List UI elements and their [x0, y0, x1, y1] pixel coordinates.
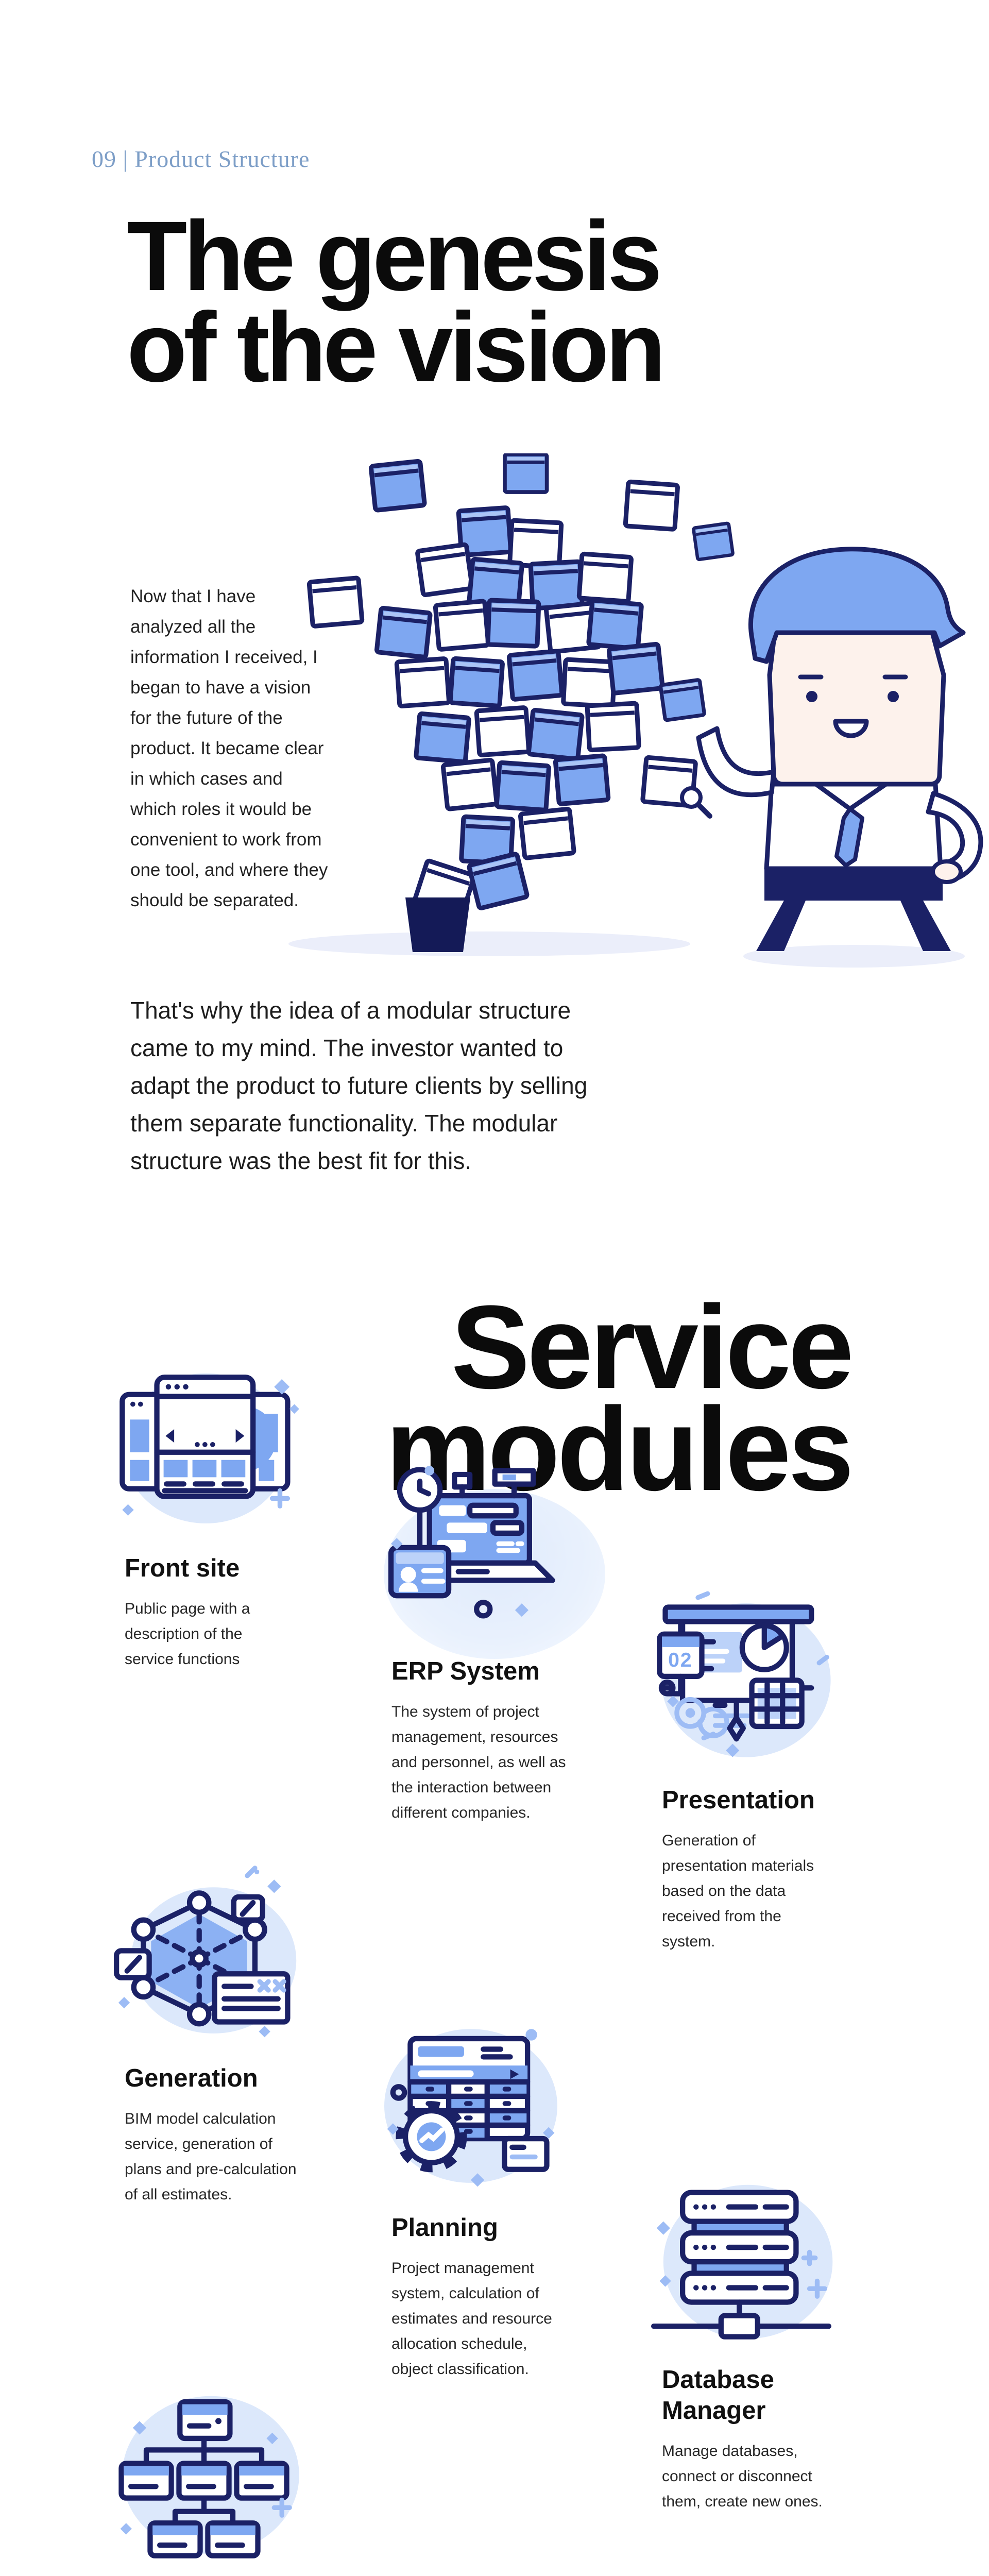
- module-front-site: Front site Public page with a descriptio…: [103, 1346, 340, 1672]
- flow-editor-icon: [118, 2396, 299, 2558]
- sticky-notes: [309, 454, 820, 918]
- hero-main-paragraph: That's why the idea of a modular structu…: [130, 997, 588, 1174]
- character-shadow: [743, 945, 965, 968]
- module-description: Public page with a description of the se…: [125, 1600, 250, 1668]
- module-presentation: 02 Presentation Generation of presentati…: [640, 1578, 877, 1954]
- magnifier-icon: [680, 786, 712, 819]
- hero-side-paragraph: Now that I have analyzed all the informa…: [130, 586, 328, 910]
- module-description: The system of project management, resour…: [391, 1703, 566, 1821]
- module-title: ERP System: [391, 1657, 540, 1685]
- module-title: Generation: [125, 2064, 258, 2092]
- module-description: Generation of presentation materials bas…: [662, 1832, 814, 1950]
- held-note: [660, 680, 705, 720]
- cluster-shadow: [288, 931, 690, 956]
- trash-bin: [405, 897, 470, 952]
- presentation-icon: 02: [657, 1591, 831, 1757]
- module-flow-editor: Flow Editor A system for managing, editi…: [103, 2376, 340, 2576]
- planning-icon: [384, 2029, 557, 2187]
- module-description: BIM model calculation service, generatio…: [125, 2110, 297, 2203]
- module-generation: Generation BIM model calculation service…: [103, 1856, 340, 2207]
- breadcrumb: 09 | Product Structure: [92, 146, 310, 172]
- database-manager-icon: [651, 2184, 833, 2340]
- module-database-manager: Database Manager Manage databases, conne…: [640, 2157, 877, 2514]
- generation-icon: [114, 1866, 297, 2038]
- cloud-storage-icon: [370, 2560, 572, 2576]
- calendar-number: 02: [668, 1649, 692, 1671]
- front-site-icon: [120, 1373, 299, 1523]
- module-title: Database Manager: [662, 2366, 774, 2425]
- module-description: Manage databases, connect or disconnect …: [662, 2443, 823, 2510]
- module-cloud-storage: Cloud Storage Cloud storage of all clien…: [370, 2554, 607, 2576]
- module-planning: Planning Project management system, calc…: [370, 2005, 607, 2382]
- module-title: Presentation: [662, 1786, 815, 1814]
- module-title: Front site: [125, 1554, 240, 1582]
- character-illustration: [696, 547, 983, 951]
- module-description: Project management system, calculation o…: [391, 2260, 552, 2378]
- module-erp-system: ERP System The system of project managem…: [370, 1449, 607, 1825]
- page-title: The genesis of the vision: [127, 200, 666, 402]
- brainstorm-illustration: [288, 453, 983, 968]
- module-title: Planning: [391, 2214, 498, 2242]
- erp-system-icon: [388, 1466, 555, 1619]
